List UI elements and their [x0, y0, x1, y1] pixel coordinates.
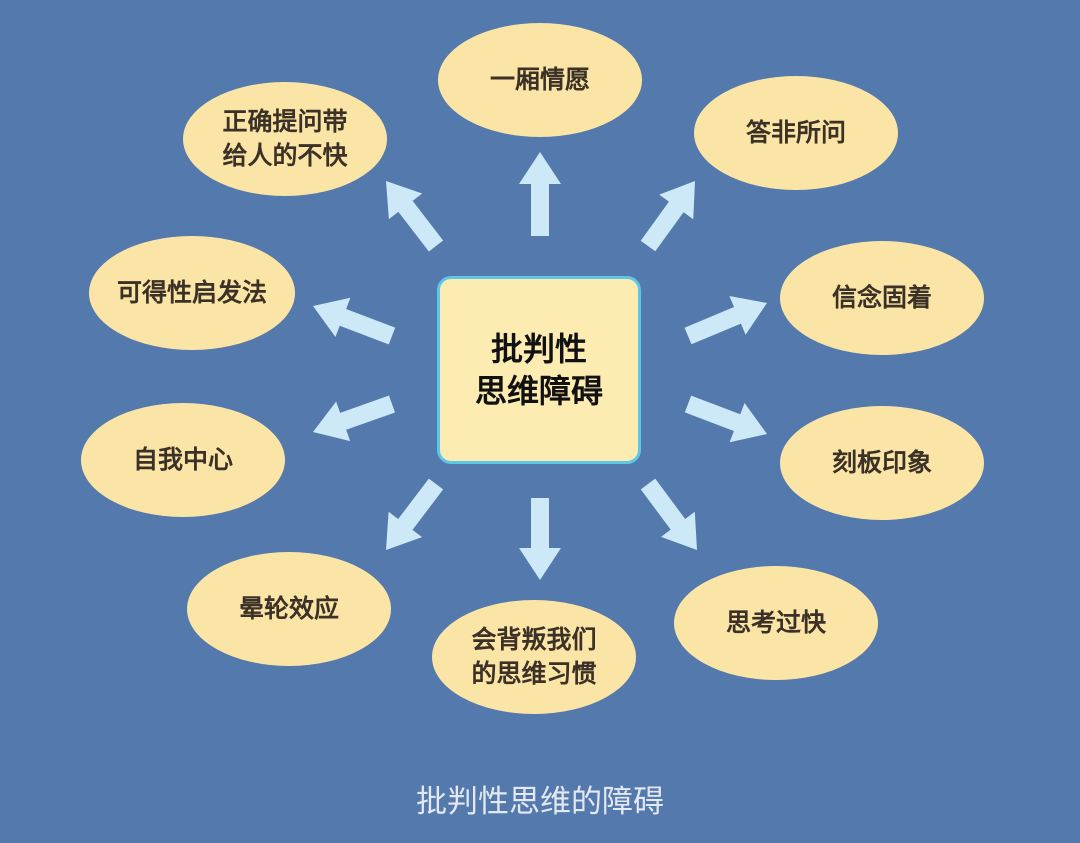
arrow-icon — [684, 295, 767, 345]
center-box: 批判性 思维障碍 — [437, 276, 641, 464]
node-halo-effect: 晕轮效应 — [187, 552, 391, 666]
node-stereotype: 刻板印象 — [780, 406, 984, 520]
arrow-icon — [386, 180, 444, 252]
node-label: 刻板印象 — [831, 448, 932, 477]
center-title-line1: 批判性 — [490, 330, 587, 368]
node-label: 一厢情愿 — [489, 65, 590, 94]
node-label: 答非所问 — [745, 118, 846, 147]
node-questioning-discomfort: 正确提问带给人的不快 — [183, 82, 387, 196]
node-availability-heuristic: 可得性启发法 — [89, 236, 295, 350]
node-label: 思考过快 — [725, 608, 826, 637]
arrow-icon — [684, 395, 768, 443]
node-egocentrism: 自我中心 — [81, 403, 285, 517]
center-title-line2: 思维障碍 — [474, 372, 603, 410]
arrow-icon — [519, 152, 561, 236]
node-label: 给人的不快 — [222, 141, 348, 170]
node-label: 正确提问带 — [222, 107, 348, 136]
node-label: 可得性启发法 — [116, 278, 267, 307]
node-label: 晕轮效应 — [238, 594, 339, 623]
arrow-icon — [312, 297, 396, 345]
node-habit-betrayal: 会背叛我们的思维习惯 — [432, 600, 636, 714]
arrow-icon — [640, 180, 696, 252]
node-label: 信念固着 — [831, 283, 932, 312]
arrow-icon — [313, 395, 396, 442]
node-belief-perseverance: 信念固着 — [780, 241, 984, 355]
caption: 批判性思维的障碍 — [416, 784, 664, 820]
arrow-icon — [519, 498, 561, 580]
node-irrelevant-answer: 答非所问 — [694, 76, 898, 190]
node-label: 会背叛我们 — [471, 625, 597, 654]
arrow-icon — [640, 478, 697, 551]
node-label: 的思维习惯 — [471, 659, 597, 688]
node-thinking-too-fast: 思考过快 — [674, 566, 878, 680]
arrow-icon — [385, 478, 444, 550]
node-wishful-thinking: 一厢情愿 — [438, 23, 642, 137]
node-label: 自我中心 — [132, 445, 233, 474]
